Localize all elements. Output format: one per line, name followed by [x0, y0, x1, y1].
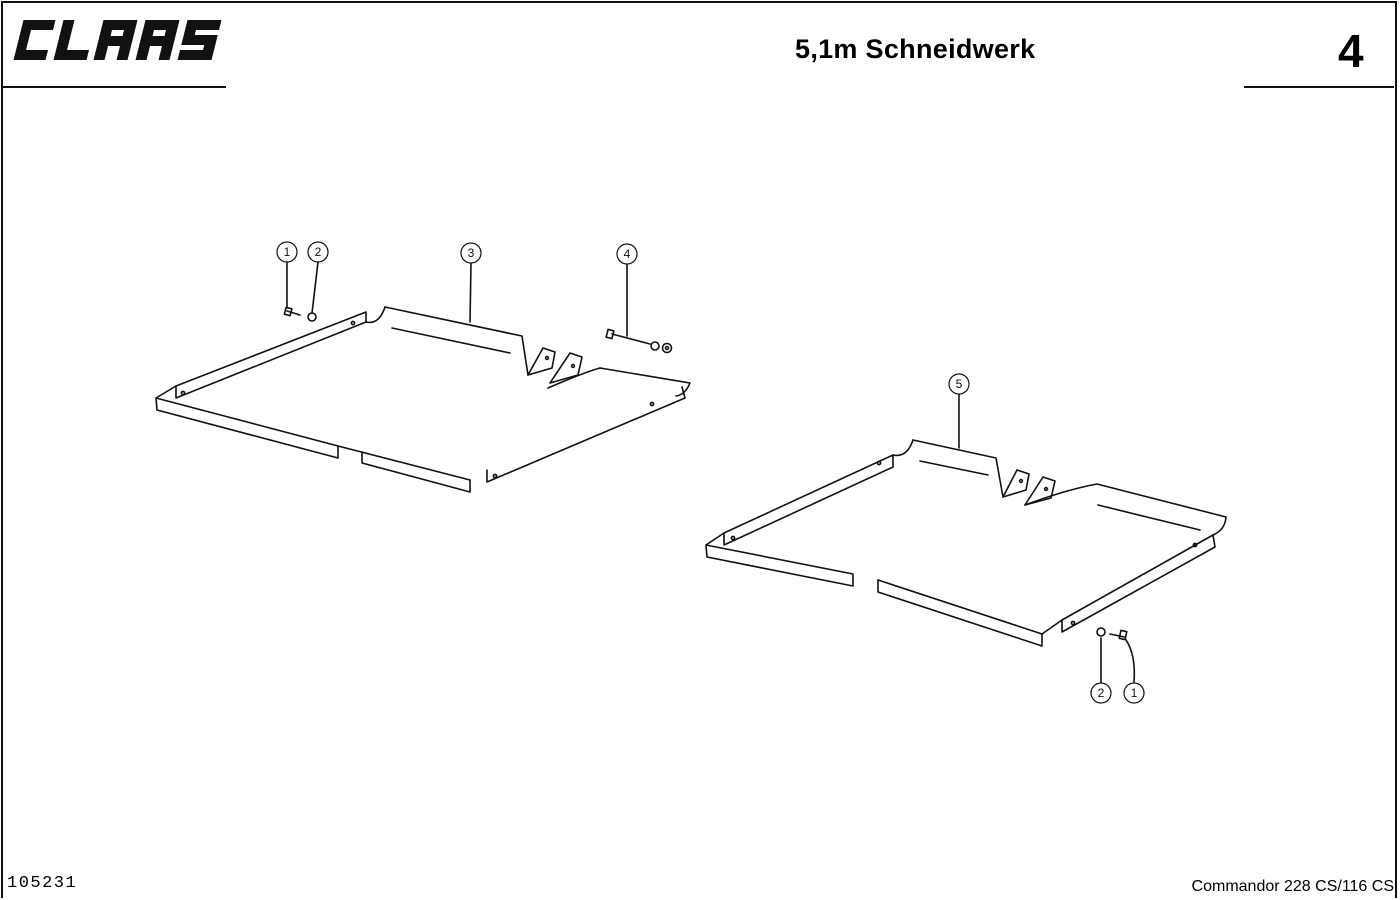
claas-logo: [13, 20, 222, 60]
callout-bubble: [616, 243, 638, 265]
left-floor-panel: [155, 306, 691, 493]
document-number: 105231: [7, 874, 78, 893]
callout-label: 2: [315, 245, 322, 259]
callout-label: 1: [284, 245, 291, 259]
left-leader-lines: [286, 261, 628, 337]
page-title: 5,1m Schneidwerk: [795, 34, 1036, 64]
callout-label: 5: [956, 377, 963, 391]
model-label: Commandor 228 CS/116 CS: [1191, 878, 1394, 895]
right-floor-panel: [705, 439, 1227, 647]
callout-bubble: [1090, 682, 1112, 704]
callout-bubble: [948, 373, 970, 395]
right-leader-lines: [958, 393, 1136, 683]
callout-label: 1: [1131, 686, 1138, 700]
callout-bubble: [460, 242, 482, 264]
callout-label: 2: [1098, 686, 1105, 700]
callout-bubble: [1123, 682, 1145, 704]
callout-bubble: [307, 241, 329, 263]
callout-label: 4: [624, 247, 631, 261]
header-rule-right: [1244, 86, 1394, 88]
right-hardware: [1096, 627, 1128, 641]
callout-label: 3: [468, 246, 475, 260]
header-rule-left: [2, 86, 226, 88]
callout-bubble: [276, 241, 298, 263]
page-number: 4: [1338, 25, 1364, 77]
